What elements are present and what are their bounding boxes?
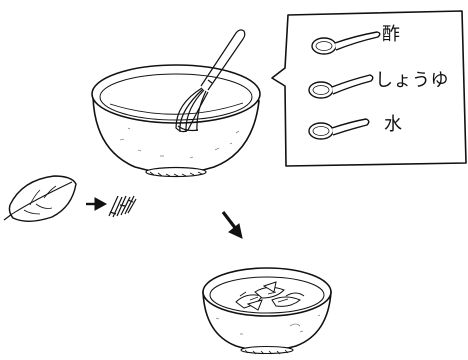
finished-dish-bowl-icon xyxy=(203,268,331,354)
ingredient-label-water: 水 xyxy=(384,116,403,134)
shiso-leaf-icon xyxy=(4,176,76,221)
arrow-down-right-icon xyxy=(223,212,242,238)
shredded-leaf-icon xyxy=(109,196,136,217)
mixing-bowl-icon xyxy=(92,65,260,177)
arrow-right-icon xyxy=(86,198,106,210)
ingredient-label-vinegar: 酢 xyxy=(382,26,401,44)
ingredient-label-soy-sauce: しょうゆ xyxy=(375,72,449,90)
